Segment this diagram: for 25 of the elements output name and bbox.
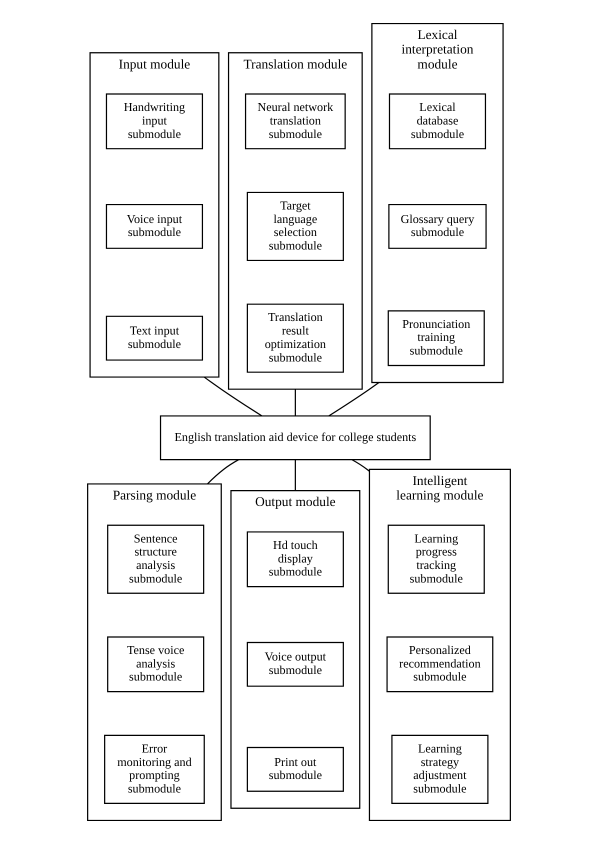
node-box: Translation result optimization submodule xyxy=(246,303,344,372)
node-box: Pronunciation training submodule xyxy=(388,310,485,366)
connector xyxy=(204,376,262,416)
node-box: Neural network translation submodule xyxy=(244,92,346,149)
node-box: Target language selection submodule xyxy=(246,191,344,261)
connector xyxy=(294,459,296,490)
node-box: Personalized recommendation submodule xyxy=(386,636,494,692)
node-box: Hd touch display submodule xyxy=(246,530,344,587)
node-box: Print out submodule xyxy=(246,746,344,792)
connector xyxy=(328,382,380,416)
connector xyxy=(352,458,370,472)
connector xyxy=(294,388,296,416)
node-box: Text input submodule xyxy=(106,315,204,360)
node-box: Sentence structure analysis submodule xyxy=(107,524,204,594)
connector xyxy=(207,458,239,484)
node-box: Learning strategy adjustment submodule xyxy=(391,734,488,804)
node-box: Tense voice analysis submodule xyxy=(107,636,204,692)
node-box: Learning progress tracking submodule xyxy=(388,524,485,594)
node-box: Lexical database submodule xyxy=(388,92,486,149)
node-box: Voice input submodule xyxy=(106,203,204,248)
node-box: Voice output submodule xyxy=(246,641,344,686)
node-box: Error monitoring and prompting submodule xyxy=(104,734,205,804)
node-box: Handwriting input submodule xyxy=(106,92,204,149)
node-box: Glossary query submodule xyxy=(388,203,487,248)
node-box: English translation aid device for college students xyxy=(160,414,431,460)
